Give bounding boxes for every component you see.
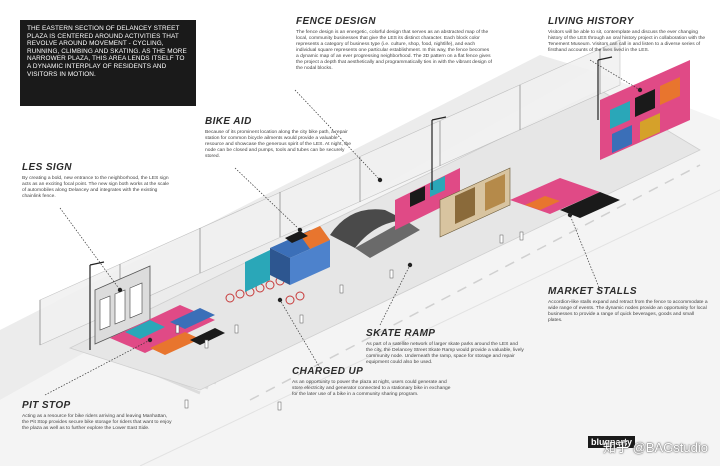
skate-ramp <box>330 209 420 258</box>
living-history-wall <box>600 60 690 160</box>
bike-aid-title: BIKE AID <box>205 116 252 127</box>
label-pit-stop: PIT STOP Acting as a resource for bike r… <box>22 400 172 432</box>
bike-aid-body: Because of its prominent location along … <box>205 130 351 159</box>
people-figures <box>175 231 524 411</box>
pit-stop-tiles <box>110 305 225 355</box>
fence-design-body: The fence design is an energetic, colorf… <box>296 30 493 71</box>
label-fence-design: FENCE DESIGN The fence design is an ener… <box>296 16 492 72</box>
fence-design-title: FENCE DESIGN <box>296 16 376 27</box>
charged-up-body: As an opportunity to power the plaza at … <box>292 380 451 397</box>
living-history-body: Visitors will be able to sit, contemplat… <box>548 30 706 53</box>
market-stalls <box>439 167 620 238</box>
charged-up-title: CHARGED UP <box>292 366 364 377</box>
pit-stop-body: Acting as a resource for bike riders arr… <box>22 414 172 431</box>
watermark: 知乎 @BAGstudio <box>603 440 708 455</box>
road-line <box>249 164 701 401</box>
skate-ramp-title: SKATE RAMP <box>366 328 436 339</box>
label-living-history: LIVING HISTORY Visitors will be able to … <box>548 16 708 54</box>
market-stalls-body: Accordion-like stalls expand and retract… <box>548 300 708 323</box>
les-sign-title: LES SIGN <box>22 162 72 173</box>
label-bike-aid: BIKE AID Because of its prominent locati… <box>205 116 355 160</box>
label-market-stalls: MARKET STALLS Accordion-like stalls expa… <box>548 286 708 324</box>
skate-ramp-body: As part of a satellite network of larger… <box>366 342 524 365</box>
label-charged-up: CHARGED UP As an opportunity to power th… <box>292 366 452 398</box>
les-sign-body: By creating a bold, new entrance to the … <box>22 176 169 199</box>
market-stalls-title: MARKET STALLS <box>548 286 637 297</box>
intro-text: THE EASTERN SECTION OF DELANCEY STREET P… <box>27 25 187 78</box>
callout-lines <box>44 59 641 396</box>
label-les-sign: LES SIGN By creating a bold, new entranc… <box>22 162 172 200</box>
callout-dots <box>117 87 643 343</box>
street-lights <box>89 56 613 350</box>
road-line <box>139 189 720 466</box>
label-skate-ramp: SKATE RAMP As part of a satellite networ… <box>366 328 526 366</box>
bike-aid-blocks <box>245 226 330 292</box>
living-history-title: LIVING HISTORY <box>548 16 634 27</box>
brand-logo: bluqparty <box>588 436 636 448</box>
pit-stop-title: PIT STOP <box>22 400 71 411</box>
intro-text-box: THE EASTERN SECTION OF DELANCEY STREET P… <box>20 20 196 106</box>
